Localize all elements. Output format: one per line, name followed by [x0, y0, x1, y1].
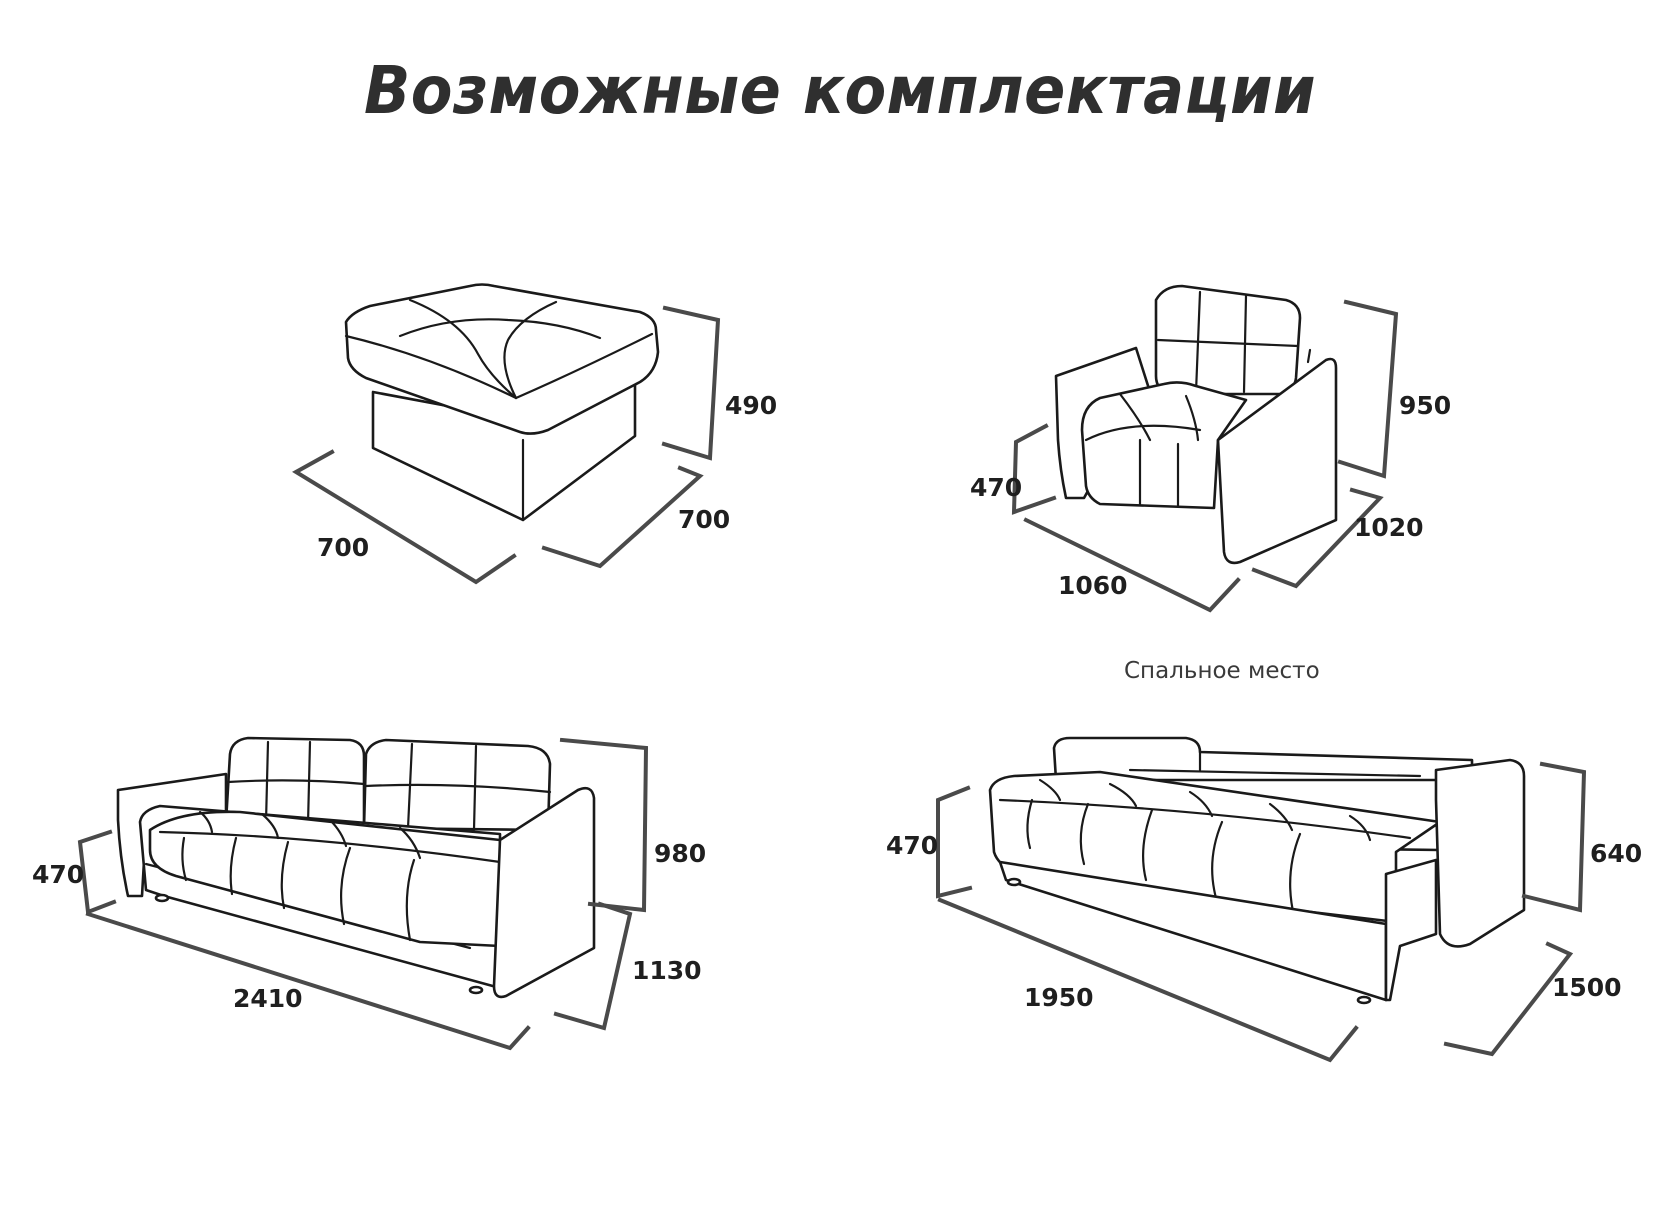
pouf-cushion	[344, 283, 660, 435]
armchair-height-label: 950	[1399, 391, 1451, 420]
sofa-height-label: 980	[654, 839, 706, 868]
bed-backrest-height-line	[1521, 761, 1587, 913]
bed-height-label: 470	[886, 831, 938, 860]
sofa-width-line	[85, 911, 531, 1051]
bed-right-arm	[1434, 758, 1526, 948]
bed-drawing	[936, 736, 1587, 1063]
armchair-drawing	[1011, 284, 1399, 613]
pouf-depth-line	[292, 449, 517, 585]
bed-caption: Спальное место	[1124, 658, 1320, 684]
sofa-depth-label: 1130	[632, 956, 702, 985]
bed-right-support	[1384, 858, 1438, 1002]
sofa-height-line	[559, 737, 649, 913]
bed-width-line	[1443, 941, 1574, 1057]
sofa-drawing	[77, 736, 649, 1051]
armchair-seat-height-line	[1011, 423, 1057, 515]
armchair-depth-line	[1251, 487, 1384, 589]
pouf-width-line	[541, 465, 704, 569]
armchair-seat-height-label: 470	[970, 473, 1022, 502]
armchair-right-arm	[1216, 357, 1338, 565]
pouf-height-label: 490	[725, 391, 777, 420]
pouf-depth-label: 700	[317, 533, 369, 562]
armchair-width-line	[1023, 517, 1241, 613]
sofa-depth-line	[553, 901, 633, 1031]
armchair-width-label: 1060	[1058, 571, 1128, 600]
pouf-drawing	[292, 283, 721, 585]
armchair-depth-label: 1020	[1354, 513, 1424, 542]
page-title: Возможные комплектации	[364, 52, 1316, 129]
bed-width-label: 1500	[1552, 973, 1622, 1002]
bed-backrest-height-label: 640	[1590, 839, 1642, 868]
sofa-back-cushion-left	[224, 736, 366, 828]
armchair-seat	[1080, 381, 1248, 510]
pouf-width-label: 700	[678, 505, 730, 534]
bed-height-line	[936, 785, 973, 899]
armchair-height-line	[1337, 299, 1399, 479]
sofa-seat-height-label: 470	[32, 860, 84, 889]
sofa-seat-height-line	[77, 829, 117, 915]
bed-length-label: 1950	[1024, 983, 1094, 1012]
bed-length-line	[937, 897, 1359, 1063]
pouf-height-line	[661, 305, 721, 461]
sofa-right-arm	[492, 786, 596, 999]
sofa-width-label: 2410	[233, 984, 303, 1013]
